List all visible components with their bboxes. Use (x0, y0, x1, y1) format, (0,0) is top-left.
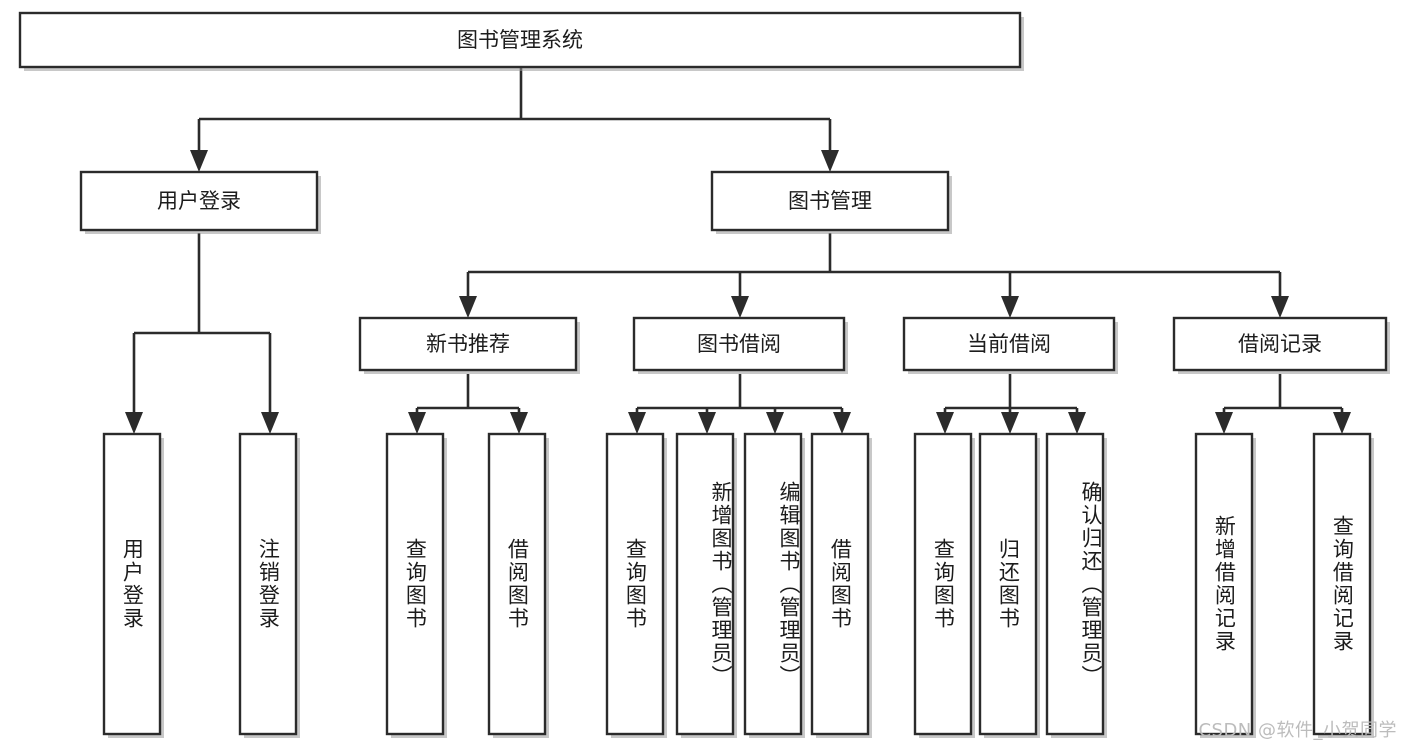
node-book-borrow[interactable]: 图书借阅 (632, 316, 848, 374)
arrow-to-leaf-query-record (1333, 412, 1351, 434)
node-leaf-user-login[interactable] (102, 432, 164, 738)
node-leaf-query-record[interactable] (1312, 432, 1374, 738)
arrow-to-leaf-user-login (125, 412, 143, 434)
node-current-borrow[interactable]: 当前借阅 (902, 316, 1118, 374)
node-root[interactable]: 图书管理系统 (18, 11, 1024, 71)
arrow-to-book-borrow (731, 296, 749, 318)
arrow-to-borrow-record (1271, 296, 1289, 318)
node-leaf-add-record[interactable] (1194, 432, 1256, 738)
node-user-login[interactable]: 用户登录 (79, 170, 321, 234)
leaf-boxes (102, 432, 1374, 738)
node-book-manage-label: 图书管理 (788, 189, 872, 213)
node-book-manage[interactable]: 图书管理 (710, 170, 952, 234)
arrow-to-new-book-recommend (459, 296, 477, 318)
connector-group (125, 68, 1351, 434)
arrow-to-book-manage (821, 150, 839, 172)
node-user-login-label: 用户登录 (157, 189, 241, 213)
arrow-to-leaf-query-book-1 (408, 412, 426, 434)
node-borrow-record[interactable]: 借阅记录 (1172, 316, 1390, 374)
node-leaf-edit-book[interactable] (743, 432, 805, 738)
node-leaf-query-book-3[interactable] (913, 432, 975, 738)
node-leaf-add-book[interactable] (675, 432, 737, 738)
node-leaf-user-logout[interactable] (238, 432, 300, 738)
arrow-to-leaf-edit-book (766, 412, 784, 434)
node-leaf-query-book-2[interactable] (605, 432, 667, 738)
arrow-to-leaf-add-record (1215, 412, 1233, 434)
csdn-watermark: CSDN @软件_小贺同学 (1198, 720, 1397, 741)
arrow-to-current-borrow (1001, 296, 1019, 318)
node-leaf-confirm-return[interactable] (1045, 432, 1107, 738)
node-borrow-record-label: 借阅记录 (1238, 332, 1322, 356)
node-book-borrow-label: 图书借阅 (697, 332, 781, 356)
arrow-to-leaf-borrow-book-1 (510, 412, 528, 434)
arrow-to-leaf-query-book-3 (936, 412, 954, 434)
node-current-borrow-label: 当前借阅 (967, 332, 1051, 356)
node-root-label: 图书管理系统 (457, 28, 583, 52)
node-new-book-recommend-label: 新书推荐 (426, 332, 510, 356)
arrow-to-leaf-borrow-book-2 (833, 412, 851, 434)
node-leaf-return-book[interactable] (978, 432, 1040, 738)
arrow-to-leaf-user-logout (261, 412, 279, 434)
arrow-to-leaf-return-book (1001, 412, 1019, 434)
arrow-to-leaf-add-book (698, 412, 716, 434)
arrow-to-user-login (190, 150, 208, 172)
node-leaf-query-book-1[interactable] (385, 432, 447, 738)
node-leaf-borrow-book-2[interactable] (810, 432, 872, 738)
node-new-book-recommend[interactable]: 新书推荐 (358, 316, 580, 374)
arrow-to-leaf-query-book-2 (628, 412, 646, 434)
node-leaf-borrow-book-1[interactable] (487, 432, 549, 738)
arrow-to-leaf-confirm-return (1068, 412, 1086, 434)
